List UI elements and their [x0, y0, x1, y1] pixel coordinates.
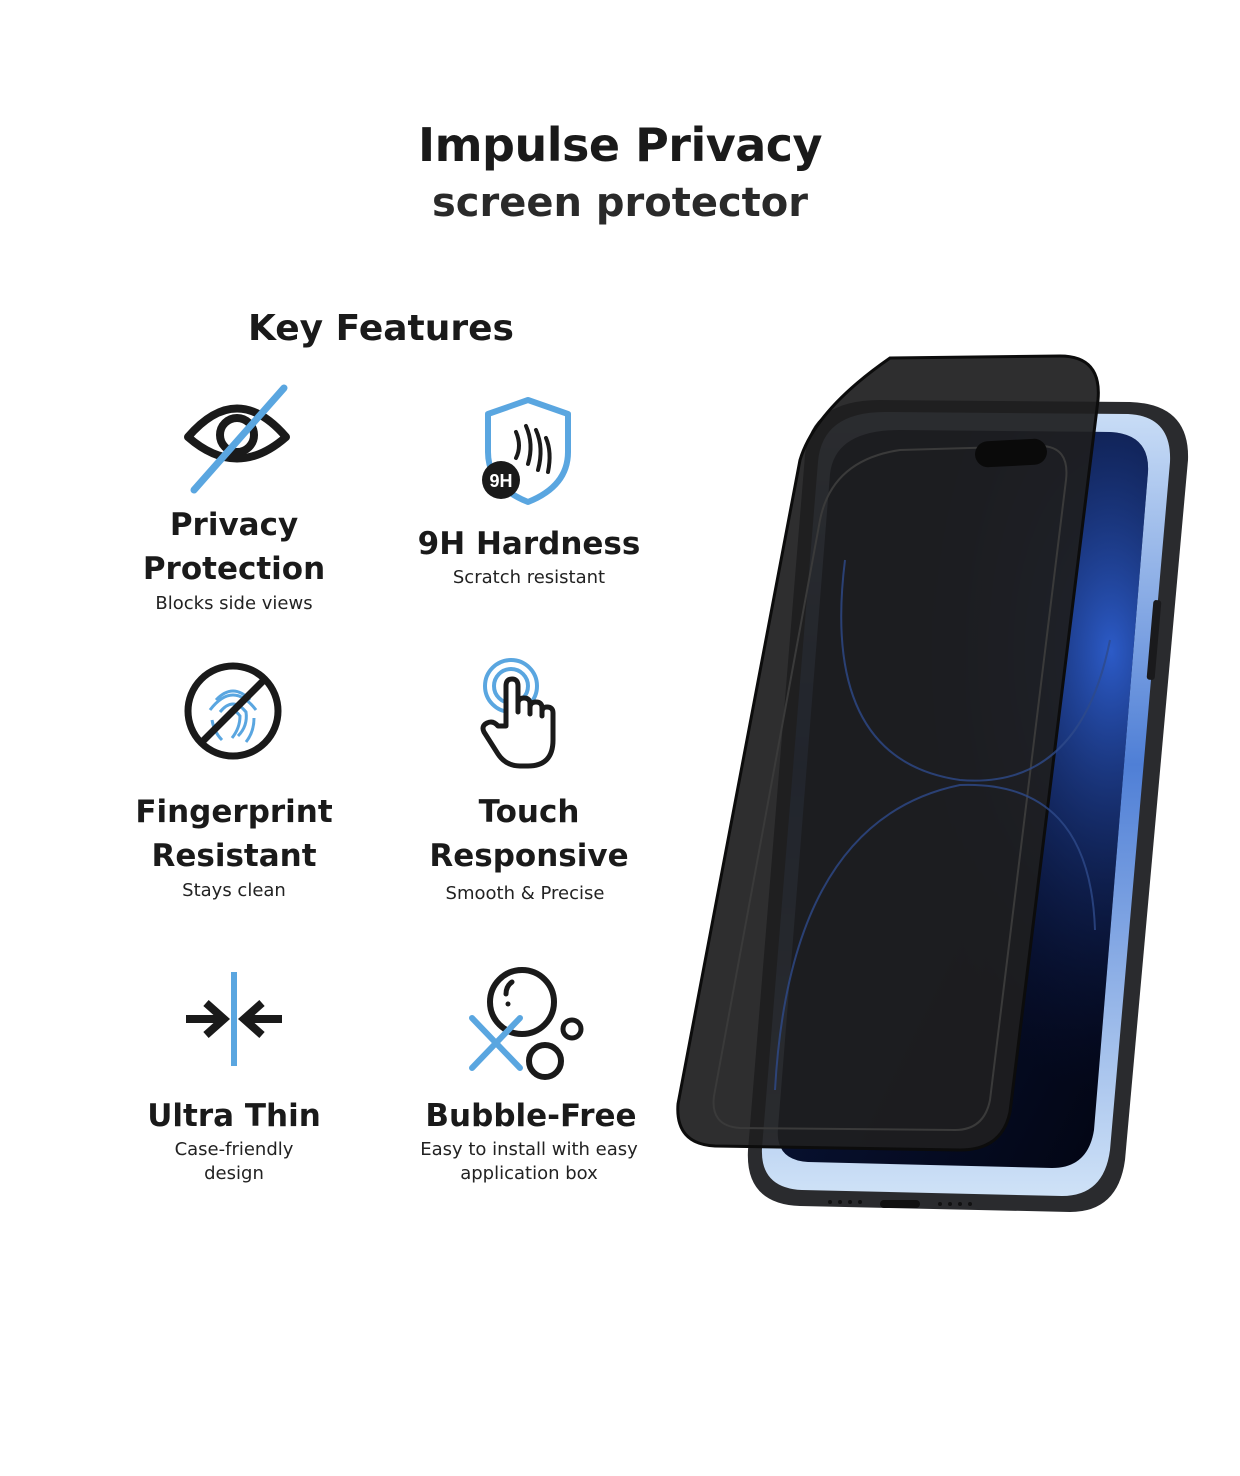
arrows-compress-icon [186, 972, 282, 1066]
feature-title-privacy: Privacy Protection [142, 507, 326, 587]
badge-9h: 9H [489, 471, 512, 491]
product-subtitle: screen protector [431, 180, 809, 226]
phone-with-protector-image [676, 354, 1189, 1212]
feature-sub-touch: Smooth & Precise [445, 883, 605, 904]
product-title: Impulse Privacy [417, 118, 823, 172]
feature-title-bubblefree: Bubble-Free [425, 1098, 637, 1134]
feature-sub-hardness: Scratch resistant [452, 567, 606, 588]
feature-sub-privacy: Blocks side views [155, 593, 313, 614]
feature-sub-ultrathin: Case-friendly design [174, 1139, 294, 1184]
key-features-heading: Key Features [248, 308, 514, 349]
feature-title-ultrathin: Ultra Thin [147, 1098, 321, 1134]
feature-title-fingerprint: Fingerprint Resistant [135, 794, 333, 874]
feature-title-touch: Touch Responsive [429, 794, 629, 874]
feature-sub-fingerprint: Stays clean [182, 880, 286, 901]
shield-9h-icon: 9H [482, 397, 571, 505]
bubbles-crossed-icon [469, 967, 584, 1080]
feature-sub-bubblefree: Easy to install with easy application bo… [420, 1139, 638, 1184]
feature-title-hardness: 9H Hardness [417, 526, 641, 562]
touch-hand-icon [480, 658, 556, 769]
eye-slash-icon [184, 384, 290, 494]
fingerprint-blocked-icon [184, 662, 282, 760]
